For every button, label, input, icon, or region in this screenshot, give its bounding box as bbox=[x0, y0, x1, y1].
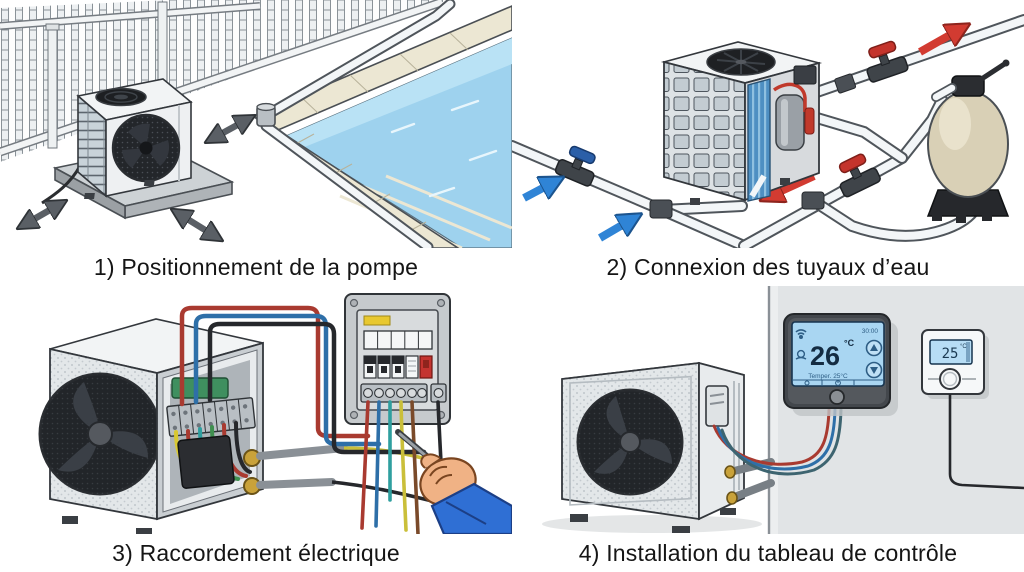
setpoint-temperature: 26 bbox=[810, 341, 840, 371]
outlet-pipe bbox=[811, 14, 1024, 164]
water-pipes bbox=[256, 0, 456, 248]
caption-step-1: 1) Positionnement de la pompe bbox=[93, 253, 419, 280]
water-in-arrow-icon bbox=[522, 180, 558, 202]
caption-step-3: 3) Raccordement électrique bbox=[112, 539, 400, 566]
up-arrow-icon bbox=[870, 344, 878, 351]
circuit-breakers bbox=[363, 355, 433, 379]
wall-thermostat: 25 °C bbox=[921, 329, 1024, 490]
heat-pump-unit bbox=[542, 361, 843, 533]
display-time: 30:00 bbox=[862, 328, 879, 335]
red-valve bbox=[866, 40, 909, 83]
clearance-arrow-icon bbox=[22, 203, 62, 226]
refrigerant-pipe bbox=[772, 82, 807, 112]
panel-positioning: 1) Positionnement de la pompe bbox=[0, 0, 512, 286]
main-controller: 30:00 26 °C Temper. 25°C bbox=[783, 313, 898, 416]
breaker-panel bbox=[344, 293, 451, 534]
panel-control-board: 30:00 26 °C Temper. 25°C bbox=[512, 286, 1024, 572]
heat-exchanger-coil bbox=[747, 78, 771, 202]
setpoint-unit: °C bbox=[844, 338, 855, 348]
din-modules bbox=[363, 330, 433, 350]
water-in-arrow-icon bbox=[597, 217, 636, 242]
thermostat-temperature: 25 bbox=[942, 346, 959, 362]
water-out-arrow-icon bbox=[766, 172, 816, 198]
panel-electrical: 3) Raccordement électrique bbox=[0, 286, 512, 572]
tee-fitting bbox=[801, 191, 825, 210]
water-out-arrows bbox=[766, 27, 964, 198]
panel-4-illustration: 30:00 26 °C Temper. 25°C bbox=[542, 286, 1024, 534]
control-board bbox=[171, 377, 229, 399]
blue-valve bbox=[554, 145, 596, 187]
panel-3-illustration bbox=[38, 293, 512, 534]
thumb bbox=[420, 453, 441, 469]
down-arrow-icon bbox=[870, 367, 878, 374]
panel-2-illustration bbox=[512, 14, 1024, 248]
pool-water bbox=[284, 37, 512, 248]
supply-wires bbox=[179, 305, 427, 455]
warning-label bbox=[363, 315, 391, 326]
capacitor-box bbox=[177, 435, 235, 489]
clearance-arrow-icon bbox=[176, 212, 218, 238]
clearance-arrow-icon bbox=[210, 118, 250, 140]
clearance-arrows bbox=[22, 118, 250, 238]
power-icon bbox=[835, 380, 841, 386]
heat-pump-unit bbox=[41, 78, 235, 220]
tee-fitting bbox=[649, 199, 673, 219]
panel-terminals bbox=[360, 383, 447, 403]
union-fitting bbox=[834, 73, 857, 94]
panel-1-illustration bbox=[0, 0, 512, 248]
thermostat-unit: °C bbox=[960, 344, 967, 350]
skimmer-fitting bbox=[256, 102, 276, 127]
junction-box bbox=[705, 385, 729, 427]
water-in-arrows bbox=[522, 180, 636, 242]
water-out-arrow-icon bbox=[918, 27, 964, 56]
panel-water-connection: 2) Connexion des tuyaux d’eau bbox=[512, 0, 1024, 286]
inlet-pipe bbox=[512, 140, 750, 248]
lcd-screen bbox=[791, 321, 885, 387]
fence-post bbox=[47, 27, 58, 149]
display-bottom-bar bbox=[792, 379, 884, 386]
hand-with-screwdriver bbox=[395, 429, 512, 534]
thermostat-wire bbox=[948, 394, 1024, 490]
heat-pump-cutaway bbox=[660, 41, 823, 205]
wifi-icon bbox=[795, 329, 807, 339]
compressor bbox=[775, 94, 805, 151]
mode-icon bbox=[795, 349, 807, 360]
front-grille bbox=[663, 60, 746, 202]
terminal-block-strip bbox=[166, 397, 256, 437]
control-wires bbox=[712, 408, 843, 476]
controller-home-button bbox=[829, 389, 845, 405]
thermostat-screen bbox=[929, 339, 973, 365]
fan-mode-icon bbox=[804, 380, 810, 386]
valve-handle bbox=[977, 60, 1009, 83]
display-sub-label: Temper. 25°C bbox=[808, 372, 848, 380]
sand-filter bbox=[926, 59, 1010, 223]
caption-step-2: 2) Connexion des tuyaux d’eau bbox=[606, 253, 930, 280]
sleeve bbox=[430, 482, 512, 534]
caption-step-4: 4) Installation du tableau de contrôle bbox=[578, 539, 958, 566]
red-valve bbox=[838, 153, 881, 198]
